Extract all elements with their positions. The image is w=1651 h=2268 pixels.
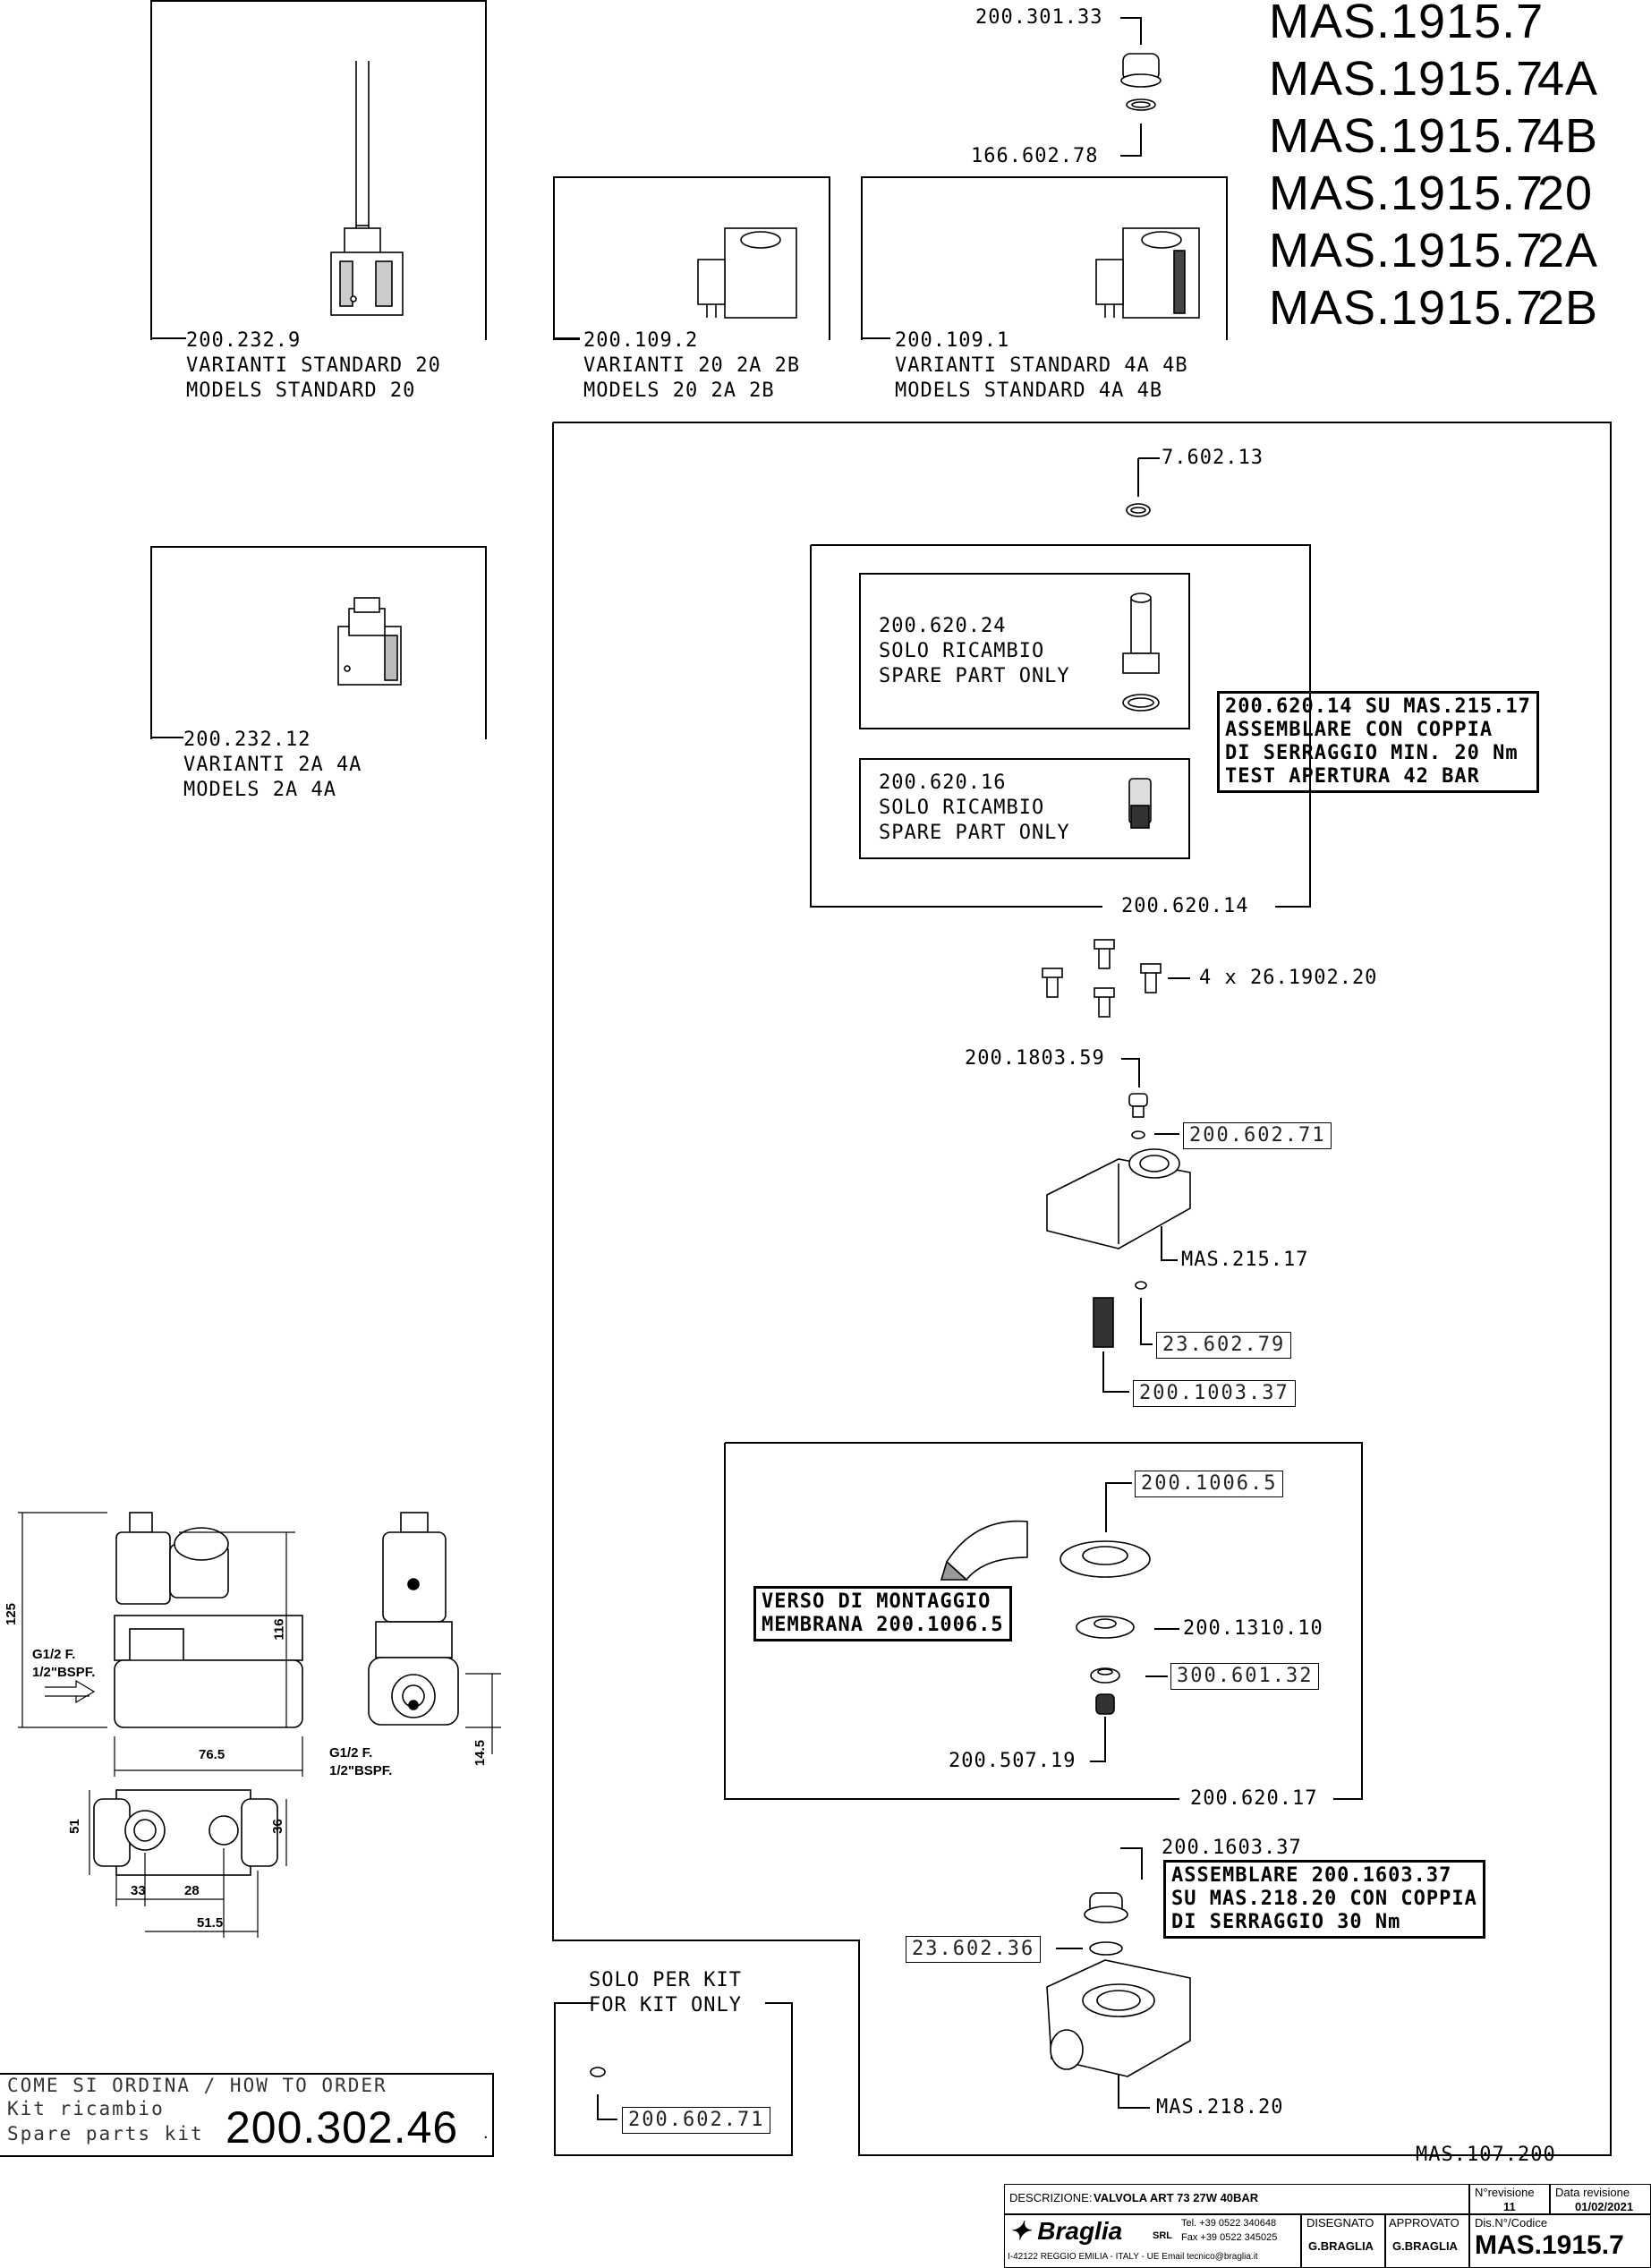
thread-label: G1/2 F. (32, 1647, 76, 1662)
model-row: MAS.1915.72B (1269, 281, 1599, 335)
coil-variant: VARIANTI STANDARD 20 (186, 354, 441, 377)
kit-only-label: FOR KIT ONLY (589, 1994, 742, 2016)
coil-box-200-109-2 (553, 176, 830, 340)
model-row: MAS.1915.720 (1269, 166, 1594, 220)
part-label: 200.620.17 (1190, 1787, 1318, 1810)
desc-label: DESCRIZIONE: (1009, 2191, 1093, 2204)
part-label-framed: 200.1006.5 (1135, 1471, 1284, 1497)
brand-tel: Tel. +39 0522 340648 (1181, 2218, 1277, 2229)
coil-model: MODELS STANDARD 4A 4B (895, 379, 1163, 402)
date-label: Data revisione (1555, 2186, 1630, 2199)
brand-logo: ✦ Braglia (1009, 2217, 1123, 2245)
dim-label: 76.5 (199, 1747, 226, 1762)
coil-box-200-232-9 (150, 0, 487, 340)
dim-label: 51.5 (197, 1915, 224, 1931)
approved-value: G.BRAGLIA (1392, 2239, 1458, 2253)
part-label: MAS.218.20 (1156, 2096, 1284, 2119)
spare-text: SOLO RICAMBIO (879, 797, 1045, 819)
part-label: 200.1603.37 (1162, 1837, 1302, 1859)
part-label: 200.620.14 (1121, 895, 1249, 917)
drawn-value: G.BRAGLIA (1308, 2239, 1374, 2253)
spare-text: SPARE PART ONLY (879, 665, 1070, 687)
part-label: 4 x 26.1902.20 (1199, 967, 1378, 989)
code-value: MAS.1915.7 (1475, 2230, 1624, 2260)
dim-label: 51 (66, 1819, 82, 1834)
brand-address: I-42122 REGGIO EMILIA - ITALY - UE Email… (1008, 2252, 1258, 2262)
rev-value: 11 (1503, 2200, 1516, 2213)
brand-fax: Fax +39 0522 345025 (1181, 2232, 1278, 2243)
part-label-framed: 23.602.79 (1156, 1332, 1292, 1359)
torque-note-30nm: ASSEMBLARE 200.1603.37 SU MAS.218.20 CON… (1163, 1860, 1485, 1939)
dim-label: 14.5 (472, 1739, 489, 1767)
coil-box-200-109-1 (861, 176, 1228, 340)
dim-label: 125 (4, 1602, 20, 1626)
dim-label: 28 (184, 1883, 200, 1898)
part-label: 166.602.78 (971, 145, 1099, 167)
coil-variant: VARIANTI 20 2A 2B (583, 354, 801, 377)
part-label: 200.1310.10 (1183, 1617, 1323, 1640)
part-label: 200.507.19 (949, 1750, 1077, 1772)
kit-only-label: SOLO PER KIT (589, 1969, 742, 1991)
coil-code: 200.109.2 (583, 329, 699, 352)
model-row: MAS.1915.72A (1269, 224, 1599, 277)
thread-label: 1/2"BSPF. (32, 1665, 96, 1680)
coil-model: MODELS 20 2A 2B (583, 379, 775, 402)
desc-value: VALVOLA ART 73 27W 40BAR (1094, 2191, 1259, 2204)
part-label-framed: 200.1003.37 (1133, 1380, 1296, 1407)
date-value: 01/02/2021 (1575, 2200, 1634, 2213)
coil-model: MODELS STANDARD 20 (186, 379, 416, 402)
dim-label: 33 (131, 1883, 146, 1898)
how-to-order-box (0, 2073, 494, 2157)
order-title: COME SI ORDINA / HOW TO ORDER (7, 2075, 387, 2096)
model-row: MAS.1915.74A (1269, 52, 1599, 106)
dim-label: 116 (271, 1618, 287, 1641)
spare-text: SPARE PART ONLY (879, 822, 1070, 844)
code-label: Dis.N°/Codice (1475, 2216, 1548, 2230)
part-label-framed: 200.602.71 (622, 2107, 771, 2134)
coil-code: 200.232.12 (183, 729, 311, 751)
order-line: Kit ricambio (7, 2098, 165, 2119)
part-label-framed: 300.601.32 (1170, 1663, 1320, 1690)
thread-label: G1/2 F. (329, 1745, 373, 1761)
coil-variant: VARIANTI 2A 4A (183, 754, 362, 776)
spare-box-200-620-16 (859, 758, 1190, 859)
spare-box-200-620-24 (859, 573, 1190, 729)
dim-label: 36 (269, 1819, 285, 1834)
part-label-framed: 23.602.36 (906, 1936, 1042, 1963)
brand-suffix: SRL (1153, 2230, 1172, 2241)
spare-text: SOLO RICAMBIO (879, 640, 1045, 662)
approved-label: APPROVATO (1389, 2216, 1460, 2230)
spare-code: 200.620.24 (879, 615, 1007, 637)
part-label: 200.301.33 (975, 6, 1103, 29)
coil-box-200-232-12 (150, 546, 487, 739)
thread-label: 1/2"BSPF. (329, 1763, 393, 1778)
order-line: Spare parts kit (7, 2123, 204, 2144)
order-kit-code: 200.302.46 (226, 2102, 459, 2153)
model-row: MAS.1915.7 (1269, 0, 1545, 48)
spare-code: 200.620.16 (879, 772, 1007, 794)
rev-label: N°revisione (1475, 2186, 1535, 2199)
membrane-direction-note: VERSO DI MONTAGGIO MEMBRANA 200.1006.5 (753, 1586, 1012, 1641)
part-label: 200.1803.59 (965, 1047, 1105, 1070)
coil-variant: VARIANTI STANDARD 4A 4B (895, 354, 1188, 377)
part-label: MAS.107.200 (1416, 2144, 1556, 2166)
coil-code: 200.232.9 (186, 329, 302, 352)
drawn-label: DISEGNATO (1306, 2216, 1374, 2230)
order-dot: . (483, 2123, 489, 2143)
coil-code: 200.109.1 (895, 329, 1010, 352)
part-label: 7.602.13 (1162, 447, 1264, 469)
coil-model: MODELS 2A 4A (183, 779, 336, 801)
part-label-framed: 200.602.71 (1183, 1122, 1332, 1149)
part-label: MAS.215.17 (1181, 1249, 1309, 1271)
torque-note-20nm: 200.620.14 SU MAS.215.17 ASSEMBLARE CON … (1217, 691, 1539, 793)
model-row: MAS.1915.74B (1269, 109, 1599, 163)
